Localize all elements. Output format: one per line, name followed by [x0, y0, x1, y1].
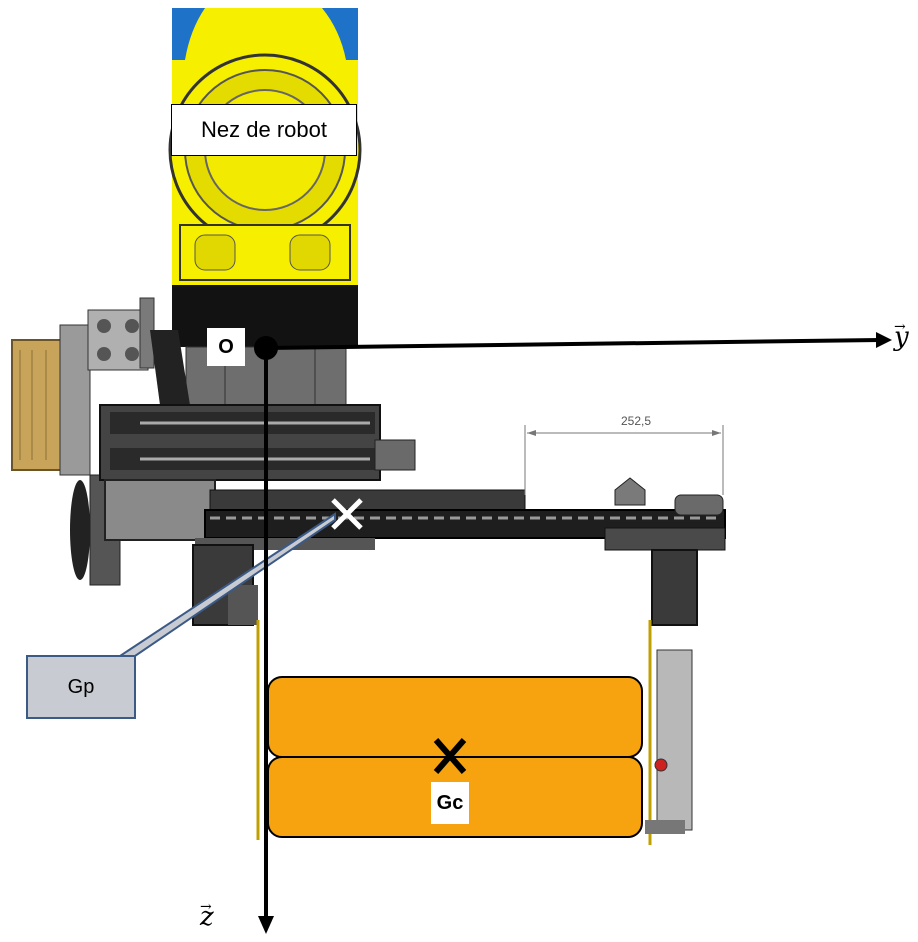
gp-marker: [331, 498, 363, 530]
y-axis-letter: y: [894, 322, 909, 352]
gp-label: Gp: [67, 675, 95, 698]
vector-arrow-icon: →: [894, 319, 906, 335]
upper-rail: [99, 404, 416, 481]
dimension-line: [524, 425, 724, 495]
gp-callout: [26, 512, 336, 719]
origin-point: [254, 336, 278, 360]
z-axis-label: → z: [200, 899, 214, 932]
lower-rail: [104, 477, 726, 551]
gc-label: Gc: [431, 782, 469, 824]
origin-label: O: [207, 328, 245, 366]
vector-arrow-icon: →: [200, 899, 212, 915]
z-axis-letter: z: [200, 902, 214, 932]
supports: [192, 544, 698, 845]
y-axis: [265, 332, 892, 350]
z-axis: [258, 348, 274, 934]
robot-nose-label: Nez de robot: [171, 104, 357, 156]
dimension-label: 252,5: [620, 414, 652, 428]
y-axis-label: → y: [894, 319, 909, 352]
gc-marker: [433, 738, 467, 774]
